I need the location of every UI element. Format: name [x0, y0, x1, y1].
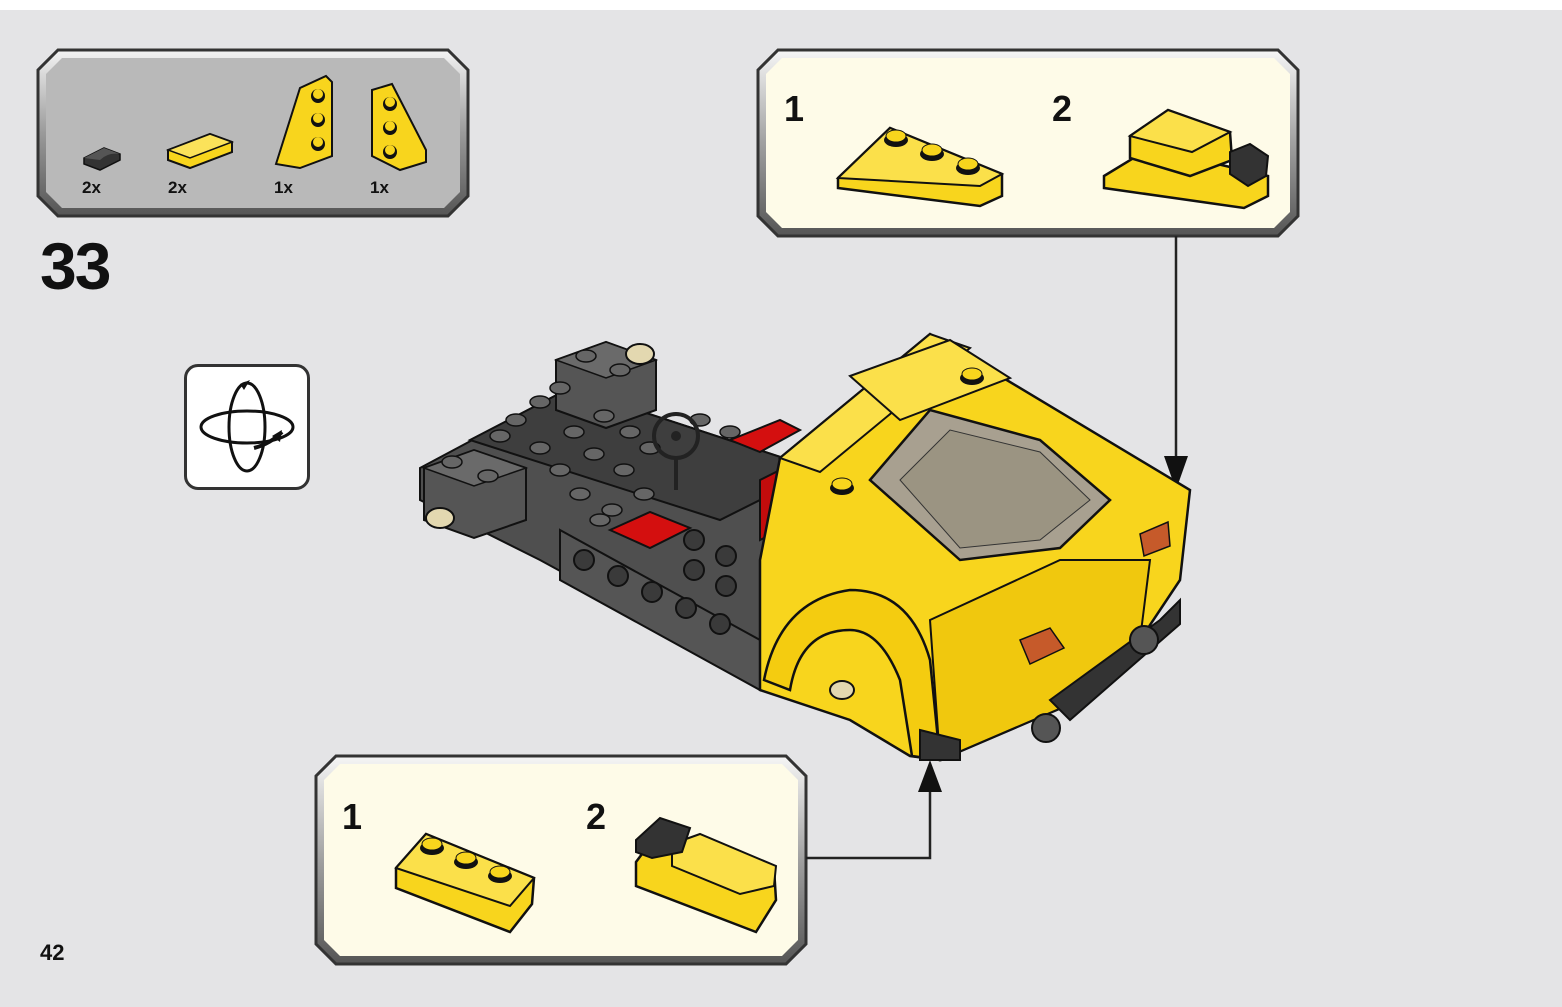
arrow-line-bottom: [806, 780, 932, 860]
subassembly-bottom-step-2: 2: [586, 796, 607, 837]
part-qty-1: 2x: [82, 178, 101, 197]
rotate-arrows-icon: [199, 380, 295, 473]
arrow-head-up-icon: [918, 760, 942, 792]
part-qty-4: 1x: [370, 178, 389, 197]
top-strip: [0, 0, 1562, 10]
part-qty-3: 1x: [274, 178, 293, 197]
page-number: 42: [40, 940, 65, 965]
rotate-model-icon: [184, 364, 310, 490]
subassembly-top-step-1: 1: [784, 88, 805, 129]
subassembly-bottom-step-1: 1: [342, 796, 363, 837]
steering-wheel-icon: [652, 412, 700, 490]
technic-holes: [573, 529, 737, 635]
part-qty-2: 2x: [168, 178, 187, 197]
subassembly-top-step-2: 2: [1052, 88, 1073, 129]
yellow-car-body: [758, 332, 1192, 762]
step-number: 33: [40, 229, 111, 303]
wheel-axles: [829, 597, 1181, 761]
arrow-head-down-icon: [1164, 456, 1188, 490]
chassis-studs: [441, 349, 741, 527]
